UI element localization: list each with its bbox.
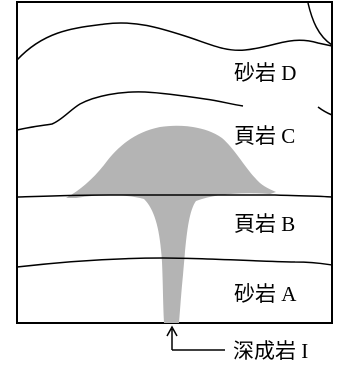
layer-label-a: 砂岩 A	[234, 282, 297, 306]
layer-label-d: 砂岩 D	[234, 61, 296, 85]
boundary-line-upper-right	[308, 3, 332, 45]
boundary-line-d-c-left	[17, 92, 243, 130]
boundary-line-d-c-right	[318, 107, 332, 115]
layer-label-b: 頁岩 B	[234, 212, 295, 236]
layer-label-c: 頁岩 C	[234, 124, 295, 148]
intrusion-label: 深成岩 I	[233, 339, 308, 363]
boundary-line-top	[17, 23, 332, 60]
